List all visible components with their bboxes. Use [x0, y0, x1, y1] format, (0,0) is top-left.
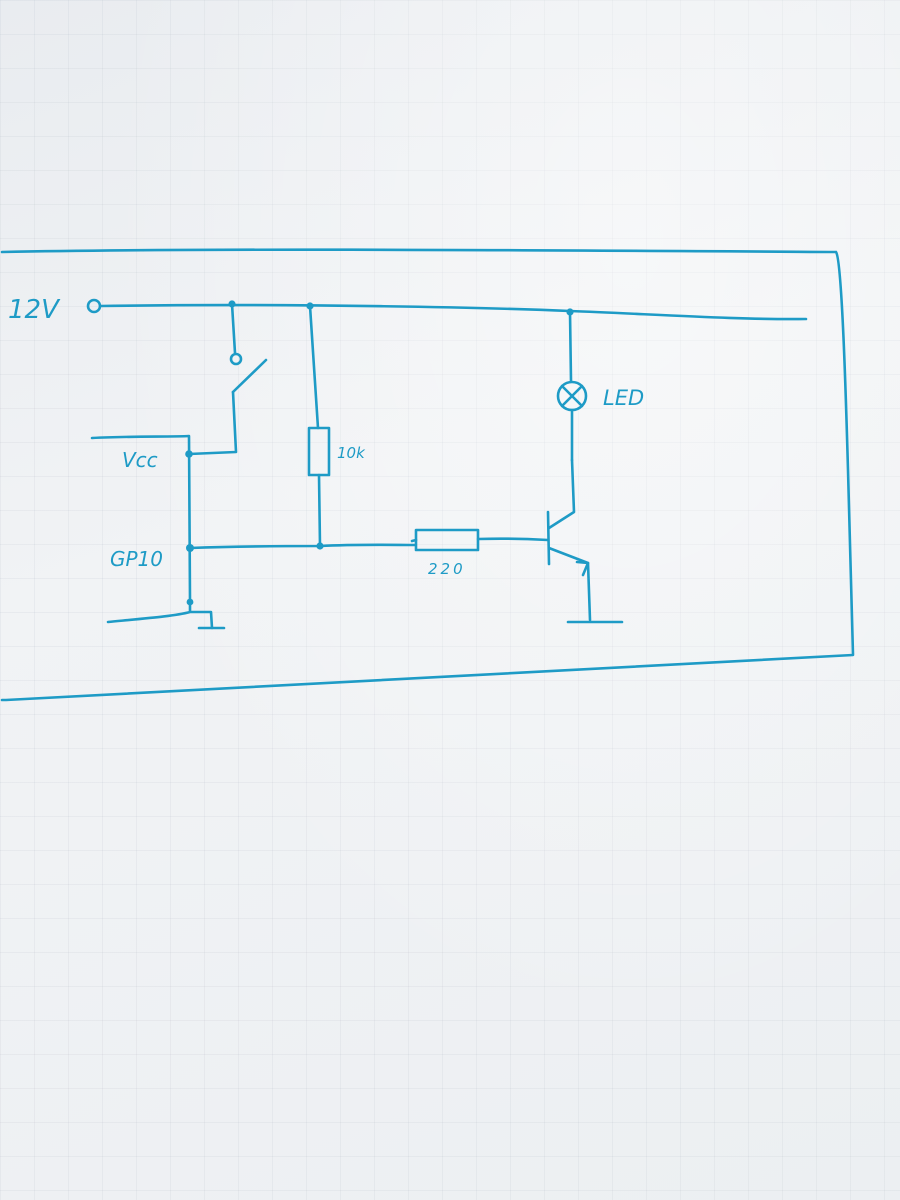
controller-ground-node	[186, 598, 194, 606]
label-gpio: GP10	[110, 547, 163, 571]
frame-border	[0, 248, 855, 702]
supply-terminal	[86, 298, 102, 314]
vcc-pin-line	[90, 434, 192, 602]
label-supply: 12V	[8, 295, 61, 325]
transistor-base-bar	[546, 510, 551, 566]
switch-upper-lead	[230, 302, 237, 355]
supply-rail	[99, 303, 808, 321]
lamp-lead-top	[568, 310, 573, 383]
label-pullup-resistor: 10k	[337, 444, 366, 462]
transistor-emitter-arrow	[575, 560, 590, 577]
base-resistor-lead-left	[410, 538, 418, 543]
gpio-wire	[188, 543, 417, 550]
pullup-lead-bottom	[317, 473, 322, 548]
switch-contact	[229, 352, 243, 366]
pullup-resistor-body	[307, 426, 331, 477]
lamp-cross	[560, 384, 584, 408]
label-lamp: LED	[603, 386, 644, 410]
label-vcc: Vcc	[122, 448, 158, 472]
transistor-emitter	[547, 546, 592, 622]
label-base-resistor: 220	[428, 560, 466, 578]
vcc-pin-node	[185, 450, 193, 458]
pullup-lead-top	[308, 304, 320, 430]
transistor-collector	[547, 458, 576, 530]
switch-lower-lead	[187, 390, 238, 456]
switch-blade	[231, 358, 268, 394]
base-resistor-lead-right	[476, 537, 550, 542]
controller-ground-wire	[106, 598, 214, 630]
base-resistor-body	[414, 528, 480, 552]
